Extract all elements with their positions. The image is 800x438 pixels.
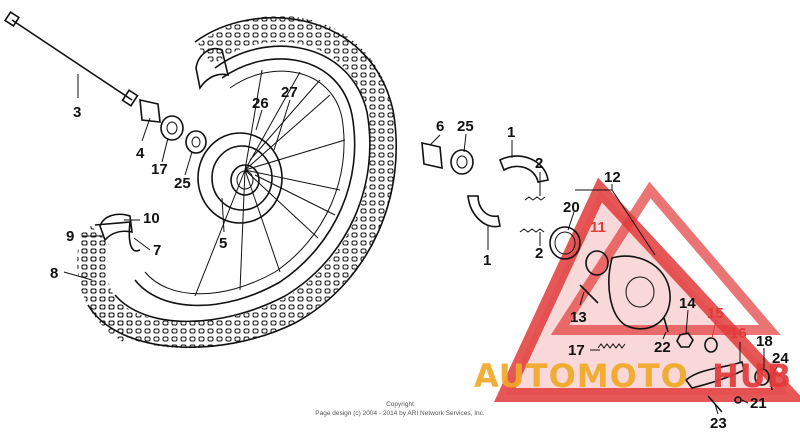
callout-16: 16 xyxy=(730,325,747,342)
callout-18: 18 xyxy=(756,333,773,350)
callout-11: 11 xyxy=(590,219,606,236)
callout-5: 5 xyxy=(219,235,227,252)
wheel-assembly xyxy=(77,16,397,349)
callout-9: 9 xyxy=(66,228,74,245)
callout-23: 23 xyxy=(710,415,727,432)
callout-25-right: 25 xyxy=(457,118,474,135)
callout-25-left: 25 xyxy=(174,175,191,192)
callout-2-top: 2 xyxy=(535,155,543,172)
callout-26: 26 xyxy=(252,95,269,112)
callout-1-bottom: 1 xyxy=(483,252,491,269)
callout-labels: 3 4 17 25 26 27 5 9 10 7 8 6 25 1 2 1 2 … xyxy=(50,84,789,432)
copyright-line-2: Page design (c) 2004 - 2014 by ARI Netwo… xyxy=(315,410,485,417)
callout-27: 27 xyxy=(281,84,298,101)
watermark-hub: HUB xyxy=(712,357,792,395)
axle-group xyxy=(3,10,207,154)
callout-14: 14 xyxy=(679,295,696,312)
brake-parts xyxy=(421,141,773,413)
callout-22: 22 xyxy=(654,339,671,356)
callout-10: 10 xyxy=(143,210,160,227)
callout-12: 12 xyxy=(604,169,621,186)
callout-1-top: 1 xyxy=(507,124,515,141)
watermark-logo-shape xyxy=(494,177,800,402)
callout-19: 17 xyxy=(151,161,168,178)
callout-3: 3 xyxy=(73,104,81,121)
callout-15: 15 xyxy=(707,305,724,322)
callout-24: 24 xyxy=(772,350,789,367)
callout-7: 7 xyxy=(153,242,161,259)
watermark-automoto: AUTOMOTO xyxy=(474,357,689,395)
callout-2-bottom: 2 xyxy=(535,245,543,262)
tube-section xyxy=(195,48,230,91)
watermark-text: AUTOMOTO HUB xyxy=(474,357,792,395)
callout-21: 21 xyxy=(750,395,767,412)
tire-section xyxy=(77,231,138,343)
callout-8: 8 xyxy=(50,265,58,282)
callout-6: 6 xyxy=(436,118,444,135)
callout-17: 17 xyxy=(568,342,585,359)
callout-13: 13 xyxy=(570,309,587,326)
copyright-block: Copyright Page design (c) 2004 - 2014 by… xyxy=(315,401,485,417)
callout-20: 20 xyxy=(563,199,580,216)
callout-4: 4 xyxy=(136,145,145,162)
copyright-line-1: Copyright xyxy=(386,401,414,408)
leader-lines xyxy=(63,74,779,415)
